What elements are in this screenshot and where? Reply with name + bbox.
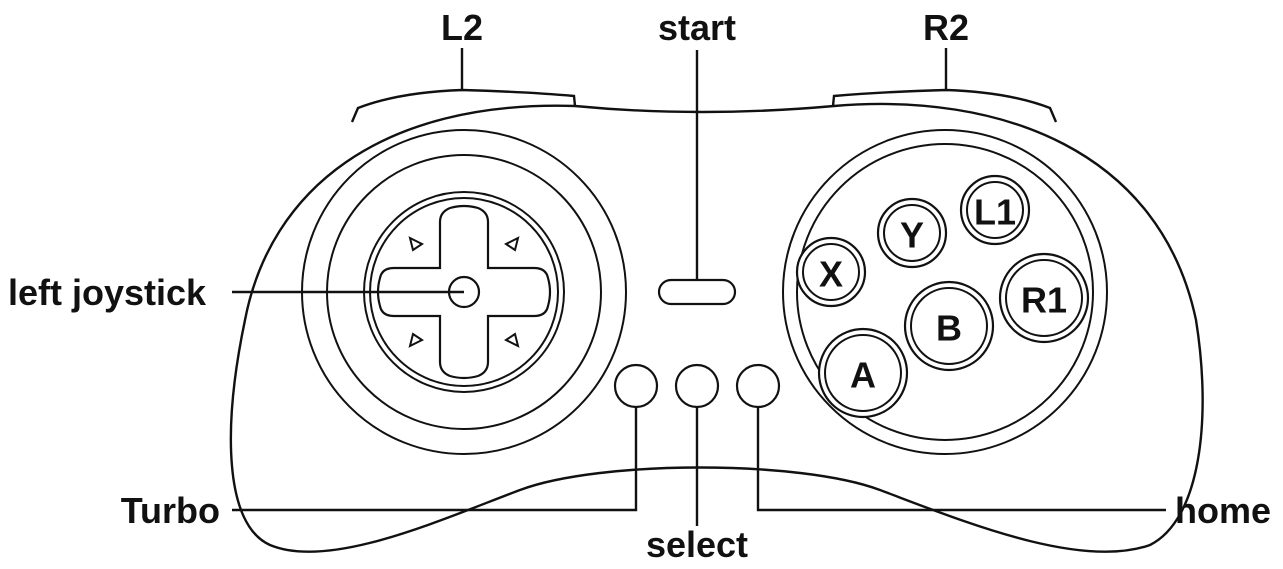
home-button[interactable] [735, 363, 781, 409]
x-button[interactable] [795, 236, 867, 308]
l2-label: L2 [441, 7, 483, 48]
y-button[interactable] [876, 197, 948, 269]
b-button[interactable] [903, 280, 995, 372]
controller-body [229, 102, 1204, 553]
dpad-arrow-down-left-icon [408, 332, 424, 348]
dpad-arrow-up-right-icon [504, 236, 520, 252]
y-button-label: Y [900, 215, 924, 256]
dpad-arrow-up-left-icon [408, 236, 424, 252]
r2-trigger [831, 88, 1058, 123]
x-button-label: X [819, 254, 843, 295]
a-button-label: A [850, 355, 876, 396]
r1-button[interactable] [998, 252, 1090, 344]
left-joystick-label: left joystick [8, 272, 207, 313]
l1-button[interactable] [959, 174, 1031, 246]
r1-button-label: R1 [1021, 280, 1067, 321]
face-buttons-outer-ring [782, 129, 1108, 455]
dpad-arrow-down-right-icon [504, 332, 520, 348]
face-buttons-inner-ring [796, 143, 1094, 441]
a-button[interactable] [817, 327, 909, 419]
turbo-button[interactable] [613, 363, 659, 409]
home-leader-line [756, 407, 1166, 512]
r2-label: R2 [923, 7, 969, 48]
l1-button-label: L1 [974, 192, 1016, 233]
select-button[interactable] [674, 363, 720, 409]
turbo-leader-line [232, 407, 638, 512]
turbo-label: Turbo [121, 490, 220, 531]
start-label: start [658, 7, 736, 48]
b-button-label: B [936, 308, 962, 349]
start-button[interactable] [657, 278, 737, 306]
home-label: home [1175, 490, 1271, 531]
select-label: select [646, 524, 748, 565]
